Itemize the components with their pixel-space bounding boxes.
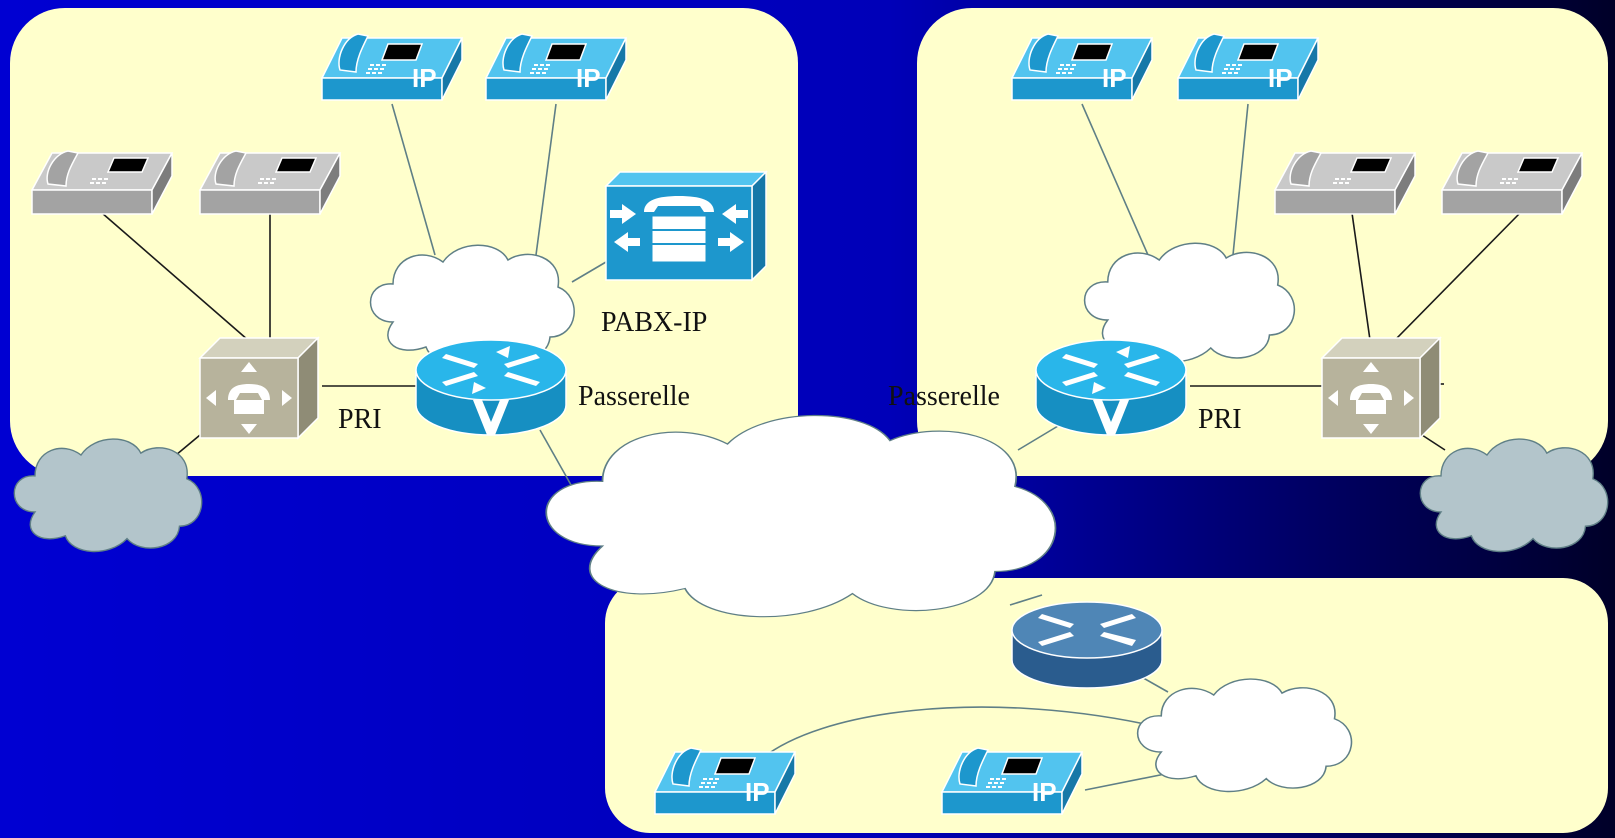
gateway-label-left: Passerelle bbox=[578, 381, 690, 412]
ip-badge: IP bbox=[576, 63, 601, 93]
pri-label-right: PRI bbox=[1198, 404, 1242, 435]
cloud-icon bbox=[13, 438, 203, 553]
ip-badge: IP bbox=[1032, 777, 1057, 807]
cloud-icon bbox=[545, 414, 1057, 618]
cloud-icon bbox=[1136, 678, 1353, 793]
gateway-label-right: Passerelle bbox=[888, 381, 1000, 412]
pri-label-left: PRI bbox=[338, 404, 382, 435]
ip-badge: IP bbox=[1102, 63, 1127, 93]
ip-badge: IP bbox=[1268, 63, 1293, 93]
ip-badge: IP bbox=[412, 63, 437, 93]
ip-badge-group: IP IP IP IP IP IP bbox=[412, 63, 1293, 807]
site-panel-bottom bbox=[605, 578, 1608, 833]
cloud-icon bbox=[1419, 438, 1609, 553]
pabx-ip-label: PABX-IP bbox=[601, 307, 707, 338]
ip-badge: IP bbox=[745, 777, 770, 807]
pbx-connections bbox=[101, 212, 1521, 461]
